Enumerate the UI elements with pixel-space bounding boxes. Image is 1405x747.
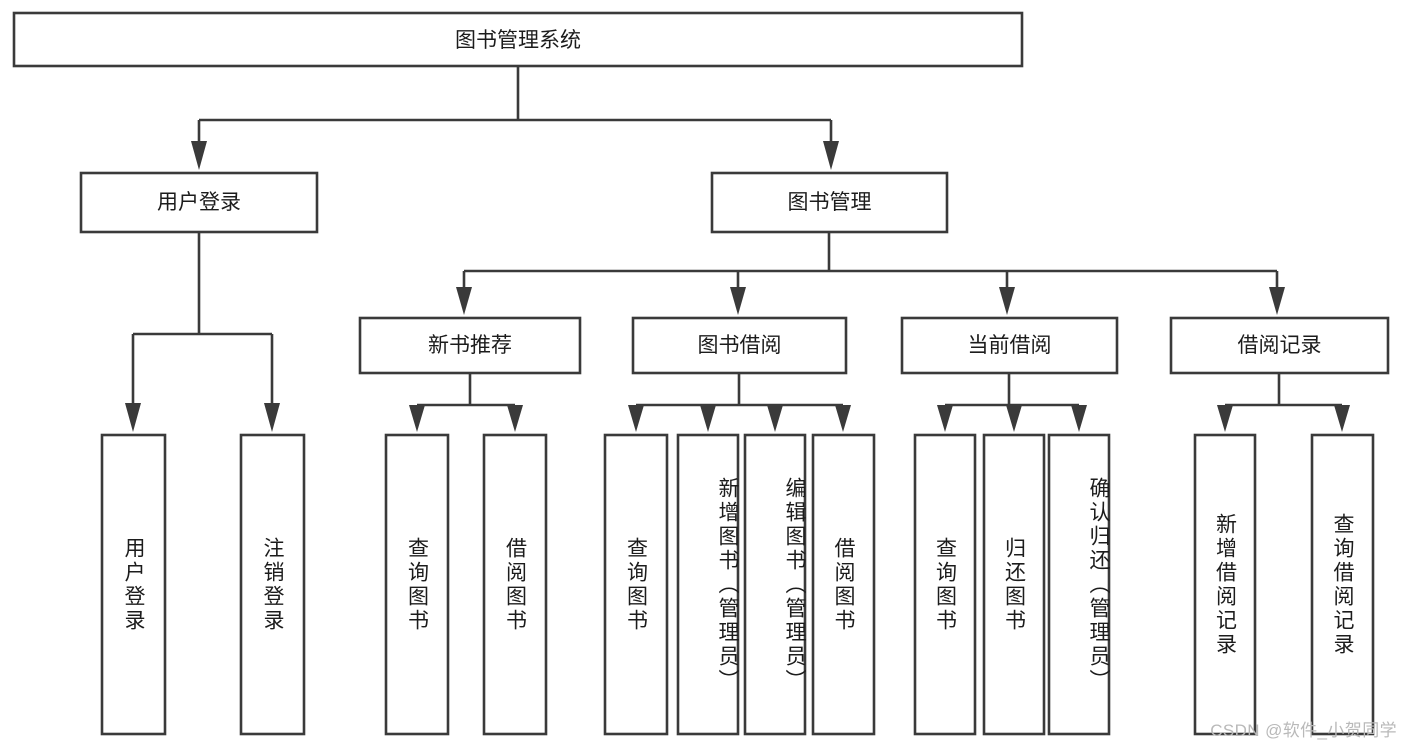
node-borrow-records[interactable]: 借阅记录 [1169, 316, 1390, 375]
connector-user-login-to-leaves [125, 232, 280, 432]
leaf-box-query-books-borrow[interactable] [603, 433, 669, 736]
arrow-head-icon [191, 141, 207, 170]
node-borrow-records-label: 借阅记录 [1238, 334, 1322, 357]
arrow-head-icon [125, 403, 141, 432]
arrow-head-icon [700, 405, 716, 432]
leaf-box-query-borrow-record[interactable] [1310, 433, 1375, 736]
node-current-borrow-box[interactable] [900, 316, 1119, 375]
leaf-box-logout[interactable] [239, 433, 306, 736]
leaf-box-query-books-recommend[interactable] [384, 433, 450, 736]
arrow-head-icon [1006, 405, 1022, 432]
node-root-system-box[interactable] [12, 11, 1024, 68]
connector-book-mgmt-to-level3 [456, 232, 1285, 315]
arrow-head-icon [456, 287, 472, 315]
leaf-box-add-book-admin[interactable] [676, 433, 740, 736]
node-current-borrow-label: 当前借阅 [968, 334, 1052, 357]
arrow-head-icon [1071, 405, 1087, 432]
leaf-box-edit-book-admin[interactable] [743, 433, 807, 736]
node-borrow-records-box[interactable] [1169, 316, 1390, 375]
arrow-head-icon [835, 405, 851, 432]
node-user-login-box[interactable] [79, 171, 319, 234]
leaf-box-confirm-return-admin[interactable] [1047, 433, 1111, 736]
node-new-book-recommend-box[interactable] [358, 316, 582, 375]
connector-borrow-records-to-leaves [1217, 373, 1350, 432]
arrow-head-icon [409, 405, 425, 432]
connector-borrow-to-leaves [628, 373, 851, 432]
arrow-head-icon [730, 287, 746, 315]
node-user-login[interactable]: 用户登录 [79, 171, 319, 234]
leaf-box-query-books-current[interactable] [913, 433, 977, 736]
arrow-head-icon [1217, 405, 1233, 432]
node-new-book-recommend[interactable]: 新书推荐 [358, 316, 582, 375]
leaf-box-borrow-books-recommend[interactable] [482, 433, 548, 736]
node-book-borrow-label: 图书借阅 [698, 334, 782, 357]
arrow-head-icon [507, 405, 523, 432]
arrow-head-icon [1334, 405, 1350, 432]
arrow-head-icon [999, 287, 1015, 315]
node-book-management[interactable]: 图书管理 [710, 171, 949, 234]
connector-new-books-to-leaves [409, 373, 523, 432]
node-current-borrow[interactable]: 当前借阅 [900, 316, 1119, 375]
node-user-login-label: 用户登录 [157, 191, 241, 214]
node-root-system[interactable]: 图书管理系统 [12, 11, 1024, 68]
arrow-head-icon [823, 141, 839, 170]
node-book-management-label: 图书管理 [788, 191, 872, 214]
arrow-head-icon [264, 403, 280, 432]
arrow-head-icon [1269, 287, 1285, 315]
node-book-borrow[interactable]: 图书借阅 [631, 316, 848, 375]
node-book-borrow-box[interactable] [631, 316, 848, 375]
node-new-book-recommend-label: 新书推荐 [428, 334, 512, 357]
arrow-head-icon [767, 405, 783, 432]
watermark-text: CSDN @软件_小贺同学 [1210, 721, 1397, 740]
arrow-head-icon [937, 405, 953, 432]
leaf-box-add-borrow-record[interactable] [1193, 433, 1257, 736]
leaf-box-user-login[interactable] [100, 433, 167, 736]
node-root-system-label: 图书管理系统 [455, 29, 581, 52]
node-book-management-box[interactable] [710, 171, 949, 234]
arrow-head-icon [628, 405, 644, 432]
leaf-box-borrow-books[interactable] [811, 433, 876, 736]
connector-current-borrow-to-leaves [937, 373, 1087, 432]
connector-root-to-level2 [191, 66, 839, 170]
leaf-box-return-books[interactable] [982, 433, 1046, 736]
